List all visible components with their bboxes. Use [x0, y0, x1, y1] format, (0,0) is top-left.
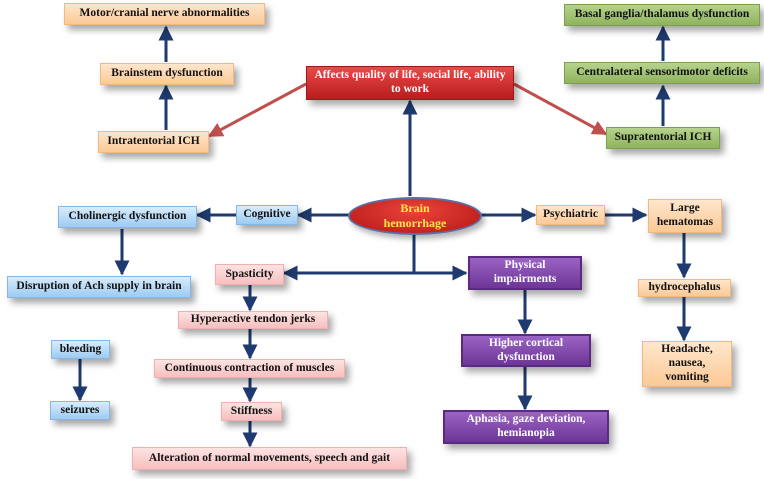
quality-of-life-node: Affects quality of life, social life, ab…	[306, 66, 514, 100]
ach-disruption-node: Disruption of Ach supply in brain	[7, 276, 191, 298]
cortical-dysfunction-node: Higher cortical dysfunction	[461, 334, 591, 367]
cholinergic-node: Cholinergic dysfunction	[58, 206, 197, 228]
large-hematomas-label: Large hematomas	[656, 202, 714, 228]
spasticity-node: Spasticity	[215, 264, 284, 285]
cholinergic-label: Cholinergic dysfunction	[68, 210, 187, 223]
motor-cranial-node: Motor/cranial nerve abnormalities	[64, 3, 265, 25]
brain-hemorrhage-label: Brain hemorrhage	[383, 201, 447, 230]
supratentorial-node: Supratentorial ICH	[606, 127, 720, 149]
headache-label: Headache, nausea, vomiting	[661, 343, 713, 383]
brainstem-label: Brainstem dysfunction	[111, 67, 223, 80]
basal-ganglia-node: Basal ganglia/thalamus dysfunction	[564, 4, 760, 26]
stiffness-label: Stiffness	[230, 404, 273, 417]
bleeding-label: bleeding	[59, 342, 102, 355]
aphasia-node: Aphasia, gaze deviation, hemianopia	[443, 410, 609, 444]
seizures-label: seizures	[60, 403, 100, 416]
motor-cranial-label: Motor/cranial nerve abnormalities	[79, 7, 250, 20]
arrow-quality-to-supratentorial	[513, 82, 608, 136]
bleeding-node: bleeding	[51, 340, 110, 359]
seizures-node: seizures	[50, 401, 110, 420]
intratentorial-label: Intratentorial ICH	[107, 135, 200, 148]
contralateral-label: Centralateral sensorimotor deficits	[576, 66, 748, 79]
quality-of-life-label: Affects quality of life, social life, ab…	[314, 69, 506, 95]
alteration-label: Alteration of normal movements, speech a…	[148, 451, 391, 464]
physical-impairments-label: Physical impairments	[493, 259, 557, 285]
hydrocephalus-node: hydrocephalus	[638, 279, 731, 297]
tendon-jerks-label: Hyperactive tendon jerks	[190, 313, 316, 326]
brainstem-node: Brainstem dysfunction	[100, 63, 234, 85]
psychiatric-node: Psychiatric	[536, 205, 605, 225]
contralateral-node: Centralateral sensorimotor deficits	[564, 62, 760, 84]
cognitive-node: Cognitive	[236, 205, 298, 225]
hydrocephalus-label: hydrocephalus	[648, 281, 721, 294]
arrow-quality-to-intratentorial	[207, 82, 307, 138]
tendon-jerks-node: Hyperactive tendon jerks	[178, 311, 328, 329]
brain-hemorrhage-center-node: Brain hemorrhage	[348, 197, 482, 235]
aphasia-label: Aphasia, gaze deviation, hemianopia	[466, 413, 586, 439]
intratentorial-node: Intratentorial ICH	[98, 131, 209, 153]
stiffness-node: Stiffness	[221, 402, 282, 421]
supratentorial-label: Supratentorial ICH	[614, 131, 712, 144]
cognitive-label: Cognitive	[243, 208, 291, 221]
ach-disruption-label: Disruption of Ach supply in brain	[16, 280, 182, 293]
psychiatric-label: Psychiatric	[543, 208, 598, 221]
large-hematomas-node: Large hematomas	[648, 199, 722, 233]
alteration-node: Alteration of normal movements, speech a…	[132, 447, 407, 470]
headache-node: Headache, nausea, vomiting	[642, 341, 732, 387]
cortical-dysfunction-label: Higher cortical dysfunction	[488, 336, 564, 363]
muscle-contraction-node: Continuous contraction of muscles	[154, 359, 345, 378]
spasticity-label: Spasticity	[225, 267, 274, 280]
muscle-contraction-label: Continuous contraction of muscles	[164, 361, 335, 374]
basal-ganglia-label: Basal ganglia/thalamus dysfunction	[574, 8, 750, 21]
physical-impairments-node: Physical impairments	[468, 256, 582, 290]
